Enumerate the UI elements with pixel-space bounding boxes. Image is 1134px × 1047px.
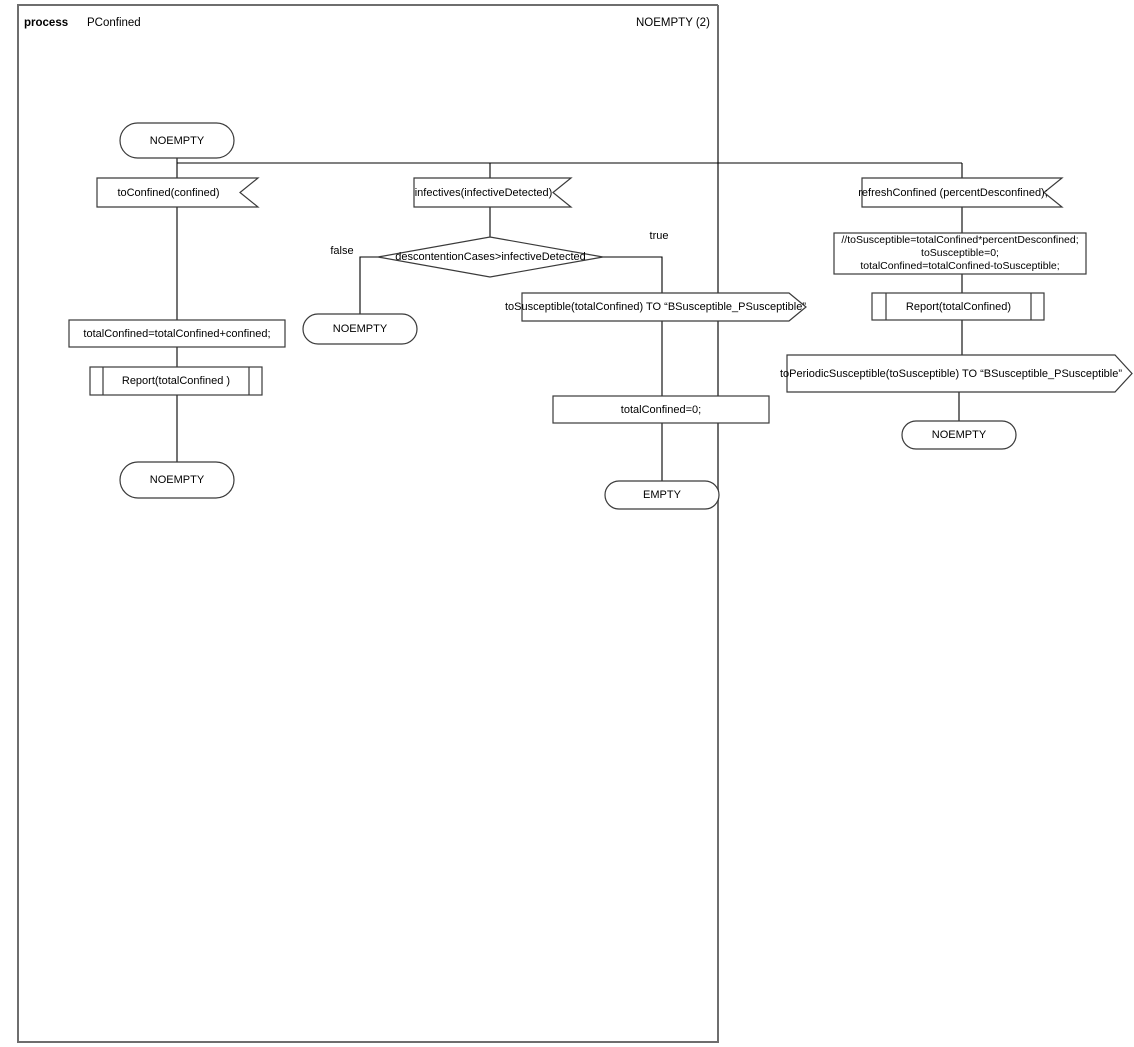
input-to-confined[interactable]: [96, 177, 260, 208]
task-refresh-computation[interactable]: [833, 232, 1087, 275]
state-noempty-left[interactable]: [119, 461, 235, 499]
task-total-confined-zero[interactable]: [552, 395, 770, 424]
header-page-label: NOEMPTY (2): [636, 17, 710, 29]
header-keyword: process: [24, 17, 69, 29]
state-noempty-right[interactable]: [901, 420, 1017, 450]
page-frame: [17, 4, 719, 1043]
input-infectives[interactable]: [413, 177, 573, 208]
diagram-shapes: [68, 122, 1133, 510]
state-empty[interactable]: [604, 480, 720, 510]
procedure-report-left[interactable]: [89, 366, 263, 396]
flow-connectors: [176, 158, 963, 481]
decision-false-label: false: [330, 245, 354, 257]
decision-true-label: true: [649, 230, 669, 242]
output-to-periodic-susceptible[interactable]: [786, 354, 1133, 393]
procedure-report-right[interactable]: [871, 292, 1045, 321]
state-noempty-false-branch[interactable]: [302, 313, 418, 345]
header-process-name: PConfined: [87, 17, 141, 29]
input-refresh-confined[interactable]: [861, 177, 1064, 208]
state-start[interactable]: [119, 122, 235, 159]
output-to-susceptible[interactable]: [521, 292, 807, 322]
task-total-confined-add[interactable]: [68, 319, 286, 348]
decision-descontention-cases[interactable]: [377, 236, 604, 278]
